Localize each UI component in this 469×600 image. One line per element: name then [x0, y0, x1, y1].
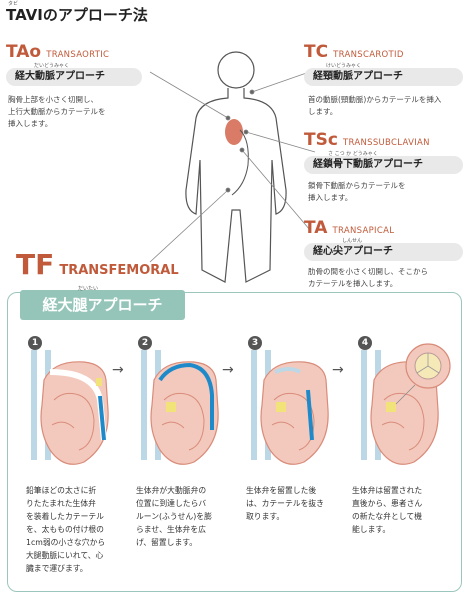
step-2-heart — [144, 350, 218, 464]
tf-banner: 経大腿アプローチ — [20, 290, 185, 320]
ta-heading: TA TRANSAPICAL — [304, 218, 394, 238]
step-2-number: 2 — [138, 336, 152, 350]
ta-sub: TRANSAPICAL — [332, 226, 395, 236]
valve-icon — [386, 402, 396, 412]
step-4-number: 4 — [358, 336, 372, 350]
arrow-right-icon: → — [222, 362, 234, 378]
tao-ruby: だいどうみゃく — [34, 63, 70, 69]
catheter — [158, 362, 214, 430]
tsc-ruby: さ こつ か どうみゃく — [328, 151, 378, 157]
tf-ruby: だいたい — [78, 286, 99, 292]
tao-name: 経大動脈アプローチ — [6, 68, 142, 86]
step-1-heart — [34, 350, 108, 464]
tc-sub: TRANSCAROTID — [333, 50, 404, 60]
step-2-desc: 生体弁が大動脈弁の位置に到達したらバルーン(ふうせん)を膨 らませ、生体弁を広げ… — [136, 486, 212, 547]
tsc-name: 経鎖骨下動脈アプローチ — [304, 156, 463, 174]
tsc-code: TSc — [304, 130, 338, 150]
valve-icon — [166, 402, 176, 412]
valve-icon — [276, 402, 286, 412]
step-1-number: 1 — [28, 336, 42, 350]
step-3-number: 3 — [248, 336, 262, 350]
ta-code: TA — [304, 218, 328, 238]
step-4-desc: 生体弁は留置された直後から、患者さんの新たな弁として機 能します。 — [352, 486, 423, 534]
tsc-desc: 鎖骨下動脈からカテーテルを 挿入します。 — [308, 181, 406, 202]
ta-ruby: しんせん — [342, 238, 363, 244]
tc-ruby: けいどうみゃく — [326, 63, 362, 69]
arrow-right-icon: → — [112, 362, 124, 378]
tf-sub: TRANSFEMORAL — [59, 263, 179, 278]
tao-code: TAo — [6, 42, 42, 62]
tao-sub: TRANSAORTIC — [46, 50, 110, 60]
page-title: TAVIのアプローチ法 — [6, 6, 148, 24]
body-outline — [185, 51, 287, 283]
catheter — [98, 395, 106, 441]
arrow-right-icon: → — [332, 362, 344, 378]
ta-name: 経心尖アプローチ — [304, 243, 463, 261]
tc-heading: TC TRANSCAROTID — [304, 42, 404, 62]
step-3-desc: 生体弁を留置した後は、カテーテルを抜き取ります。 — [246, 486, 324, 521]
tao-desc: 胸骨上部を小さく切開し、 上行大動脈からカテーテルを 挿入します。 — [8, 95, 106, 128]
tc-desc: 首の動脈(頸動脈)からカテーテルを挿入 します。 — [308, 95, 442, 116]
step-4-heart — [364, 343, 451, 464]
tf-code: TF — [16, 248, 55, 281]
tf-heading: TF TRANSFEMORAL — [16, 248, 179, 281]
tao-heading: TAo TRANSAORTIC — [6, 42, 109, 62]
ta-desc: 肋骨の間を小さく切開し、そこから カテーテルを挿入します。 — [308, 267, 428, 288]
tc-code: TC — [304, 42, 329, 62]
heart-icon — [225, 119, 243, 145]
title-ruby: タビ — [8, 1, 19, 7]
valve-icon — [96, 378, 102, 386]
tc-name: 経頸動脈アプローチ — [304, 68, 463, 86]
tsc-sub: TRANSSUBCLAVIAN — [343, 138, 430, 148]
step-3-heart — [254, 350, 328, 464]
catheter — [306, 389, 314, 441]
tsc-heading: TSc TRANSSUBCLAVIAN — [304, 130, 430, 150]
